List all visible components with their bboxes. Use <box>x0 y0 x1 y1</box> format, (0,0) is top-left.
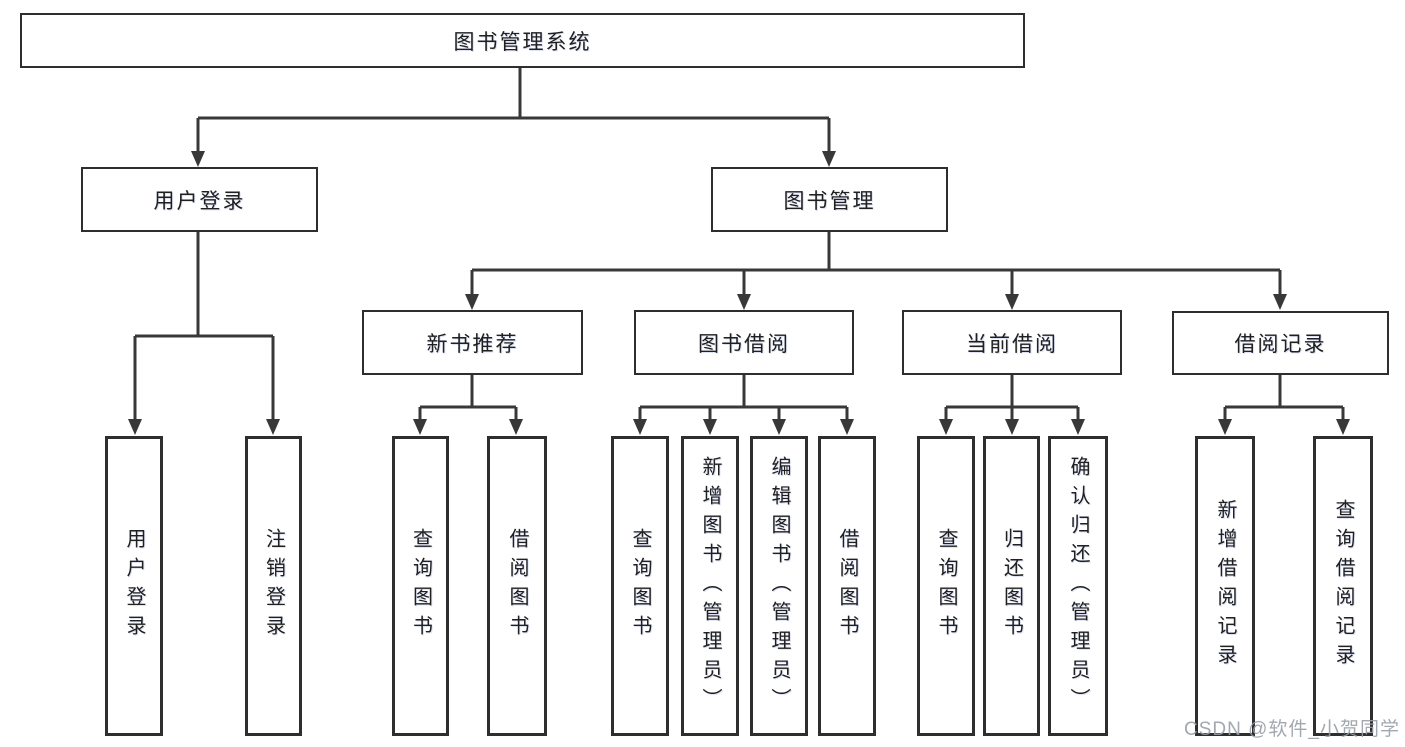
leaf-current-query-books-label: 查询图书 <box>935 528 957 644</box>
node-user-login-label: 用户登录 <box>153 189 246 213</box>
node-new-book-recommend: 新书推荐 <box>362 310 583 375</box>
leaf-add-books-admin: 新增图书（管理员） <box>681 436 739 736</box>
node-current-borrow: 当前借阅 <box>902 310 1122 375</box>
connector-new-book-children <box>413 375 523 435</box>
leaf-confirm-return-admin: 确认归还（管理员） <box>1048 436 1108 736</box>
node-book-borrow-label: 图书借阅 <box>698 332 790 356</box>
node-book-borrow: 图书借阅 <box>634 310 854 375</box>
leaf-borrow-query-books-label: 查询图书 <box>629 528 651 644</box>
leaf-logout-label: 注销登录 <box>262 528 285 644</box>
node-book-management: 图书管理 <box>711 167 948 232</box>
leaf-return-books-label: 归还图书 <box>1000 528 1023 644</box>
connector-user-login-children <box>128 232 280 435</box>
leaf-edit-books-admin: 编辑图书（管理员） <box>750 436 808 736</box>
leaf-confirm-return-admin-label: 确认归还（管理员） <box>1067 455 1089 717</box>
connector-book-management-children <box>465 232 1287 310</box>
connector-borrow-records-children <box>1218 375 1350 435</box>
leaf-recommend-query-books: 查询图书 <box>392 436 449 736</box>
leaf-recommend-borrow-books: 借阅图书 <box>487 436 547 736</box>
leaf-current-query-books: 查询图书 <box>917 436 975 736</box>
node-book-management-label: 图书管理 <box>783 189 876 213</box>
node-borrow-records: 借阅记录 <box>1172 311 1389 375</box>
connector-root-to-level2 <box>191 68 836 167</box>
leaf-borrow-query-books: 查询图书 <box>611 436 669 736</box>
connector-book-borrow-children <box>633 375 854 435</box>
leaf-borrow-books-label: 借阅图书 <box>836 528 858 644</box>
node-root: 图书管理系统 <box>20 13 1025 68</box>
leaf-user-login: 用户登录 <box>105 436 163 736</box>
csdn-watermark: CSDN @软件_小贺同学 <box>1184 719 1400 740</box>
node-current-borrow-label: 当前借阅 <box>966 332 1058 356</box>
leaf-add-borrow-record: 新增借阅记录 <box>1195 436 1255 736</box>
leaf-query-borrow-record: 查询借阅记录 <box>1313 436 1373 736</box>
leaf-logout: 注销登录 <box>245 436 302 736</box>
leaf-recommend-query-books-label: 查询图书 <box>409 528 432 644</box>
node-user-login: 用户登录 <box>81 167 318 232</box>
leaf-user-login-label: 用户登录 <box>123 528 145 644</box>
leaf-borrow-books: 借阅图书 <box>818 436 876 736</box>
node-root-label: 图书管理系统 <box>453 30 592 54</box>
node-new-book-recommend-label: 新书推荐 <box>426 332 519 356</box>
leaf-add-borrow-record-label: 新增借阅记录 <box>1214 499 1236 673</box>
leaf-return-books: 归还图书 <box>983 436 1040 736</box>
leaf-query-borrow-record-label: 查询借阅记录 <box>1332 499 1354 673</box>
leaf-edit-books-admin-label: 编辑图书（管理员） <box>768 455 790 717</box>
node-borrow-records-label: 借阅记录 <box>1234 333 1327 356</box>
leaf-add-books-admin-label: 新增图书（管理员） <box>699 455 721 717</box>
leaf-recommend-borrow-books-label: 借阅图书 <box>506 528 528 644</box>
connector-current-borrow-children <box>939 375 1085 435</box>
